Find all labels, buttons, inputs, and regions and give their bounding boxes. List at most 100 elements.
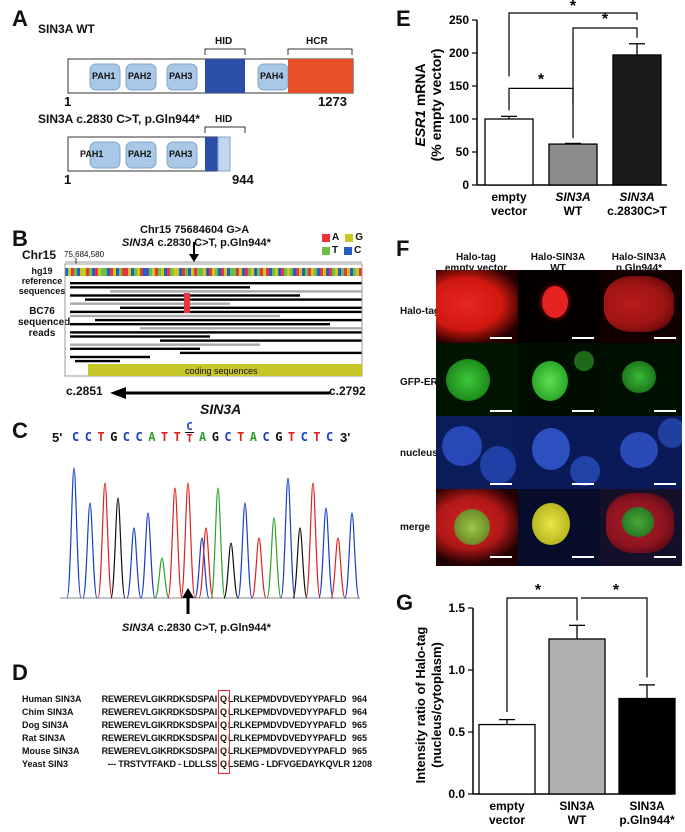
ref-base [299,268,302,276]
sanger-chromatogram [60,467,360,599]
read [85,298,362,301]
legend-g-swatch [345,233,354,242]
ref-base [347,268,350,276]
read [70,286,250,289]
chromatogram-peak [110,497,126,599]
ref-base [335,268,338,276]
ref-base [173,268,176,276]
residue-number: 964 [352,694,368,704]
panel-label-f: F [396,236,410,261]
read [70,314,280,318]
chromatogram-peak [198,527,214,599]
x-tick-label: empty [489,799,525,813]
x-tick-label: SIN3A [555,190,590,204]
pah3-label-mut: PAH3 [169,149,193,159]
ref-base [134,268,137,276]
esr1-bar-chart: 050100150200250emptyvectorSIN3AWTSIN3Ac.… [412,0,668,218]
ref-base [287,268,290,276]
legend-t-label: T [332,245,339,256]
y-tick-label: 0 [462,178,469,192]
pah2-label: PAH2 [128,71,152,81]
col-header-sin3a-mut: Halo-SIN3A p.Gln944* [611,252,667,274]
y-tick-label: 1.5 [448,601,465,615]
ref-base [332,268,335,276]
right-pos-label: c.2792 [329,384,366,398]
micro-nucleus-mut [600,416,682,493]
alt-base-c: C [186,420,193,433]
sig-star-0-1: * [538,71,545,88]
y-tick-label: 1.0 [448,663,465,677]
ref-base [248,268,251,276]
ref-base [275,268,278,276]
seq-post: LRLKEPMDVDVEDYYPAFLD [228,733,347,743]
ref-base [152,268,155,276]
seq-pre: --- TRSTVTFAKD - LDLLSS [107,759,218,769]
chromatogram-peak [140,512,156,599]
ref-base [140,268,143,276]
variant-line1: Chr15 75684604 G>A [140,224,250,236]
seq-post: LRLKEPMDVDVEDYYPAFLD [228,707,347,717]
chromatogram-peak [305,482,321,599]
ref-base [224,268,227,276]
ref-base [359,268,362,276]
sig-bracket-0-2 [508,12,638,77]
legend-a-swatch [322,233,330,242]
ref-base [155,268,158,276]
species-label: Chim SIN3A [22,707,74,717]
ref-base [176,268,179,276]
chromatogram-peak [126,527,142,599]
seq-base: T [173,430,181,444]
ref-base [308,268,311,276]
seq-base: C [300,430,308,444]
ref-base [128,268,131,276]
ref-base [206,268,209,276]
ref-base [221,268,224,276]
read [110,290,362,293]
seq-base: G [211,430,219,444]
ref-base [284,268,287,276]
conserved-q-highlight [218,690,230,774]
seq-base: T [97,430,105,444]
ref-base [182,268,185,276]
ref-base [137,268,140,276]
het-divider [185,432,195,433]
protein-domain-diagram [67,48,354,172]
ref-base [119,268,122,276]
micro-merge-empty [436,489,518,566]
read [70,323,330,326]
ref-base [281,268,284,276]
mut-start-label: 1 [64,172,72,187]
ref-base [185,268,188,276]
chromatogram-peak [251,537,267,599]
base-legend: A G T C [322,232,382,256]
bar [478,723,536,795]
ref-base [305,268,308,276]
ref-base [323,268,326,276]
seq-base: C [84,430,92,444]
conserved-q: Q [219,694,227,704]
micro-halo-mut [600,270,682,347]
ref-base [83,268,86,276]
chromatogram-peak [266,517,282,599]
pah2-domain [125,63,157,91]
seq-pre: REWEREVLGIKRDKSDSPAI [101,720,218,730]
seq-base: C [135,430,143,444]
chromatogram-caption: SIN3A c.2830 C>T, p.Gln944* [122,622,271,634]
panel-label-c: C [12,418,28,443]
ref-base [254,268,257,276]
ref-base [209,268,212,276]
sig-star-1-2: * [613,582,620,599]
pah1-label-mut: PAH1 [80,149,104,159]
ref-base [104,268,107,276]
mutation-arrow [182,588,194,614]
ref-base [329,268,332,276]
chromatogram-peak [280,477,296,599]
micro-merge-wt [518,489,600,566]
read [70,302,230,305]
pah1-label: PAH1 [92,71,116,81]
sig-bracket-1-2 [572,27,638,105]
coding-sequence-bar [88,364,362,376]
gene-direction-arrow [110,387,330,399]
ref-base [344,268,347,276]
hcr-domain [288,59,353,93]
